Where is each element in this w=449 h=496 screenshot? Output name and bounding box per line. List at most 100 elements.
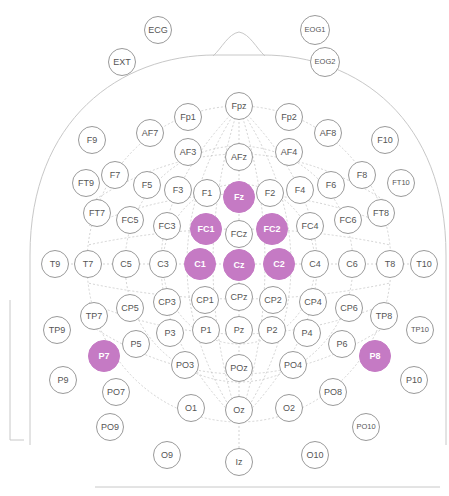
electrode: FT8 bbox=[367, 199, 395, 227]
electrode: F9 bbox=[78, 126, 106, 154]
electrode: FT9 bbox=[72, 169, 100, 197]
electrode-label: F4 bbox=[295, 186, 306, 195]
electrode-label: C1 bbox=[194, 260, 206, 269]
electrode-label: AF8 bbox=[320, 129, 337, 138]
page-edge bbox=[95, 487, 440, 488]
electrode: P9 bbox=[49, 366, 77, 394]
electrode-label: F7 bbox=[110, 171, 121, 180]
electrode: CP2 bbox=[259, 286, 287, 314]
electrode-label: P10 bbox=[406, 376, 422, 385]
electrode: Fz bbox=[223, 181, 255, 213]
electrode-label: P1 bbox=[200, 326, 211, 335]
electrode-label: FC4 bbox=[301, 222, 318, 231]
electrode: F8 bbox=[348, 161, 376, 189]
electrode-label: F8 bbox=[357, 171, 368, 180]
electrode-label: P7 bbox=[98, 352, 109, 361]
electrode-label: Oz bbox=[233, 406, 245, 415]
electrode: AFz bbox=[225, 143, 253, 171]
electrode-label: C5 bbox=[120, 260, 132, 269]
electrode: Oz bbox=[225, 396, 253, 424]
electrode-label: F2 bbox=[265, 189, 276, 198]
electrode-label: T7 bbox=[83, 260, 94, 269]
electrode: Fp2 bbox=[275, 103, 303, 131]
nose bbox=[213, 32, 265, 56]
electrode: F5 bbox=[133, 171, 161, 199]
electrode: F4 bbox=[286, 176, 314, 204]
electrode-label: C4 bbox=[309, 260, 321, 269]
electrode-label: O1 bbox=[185, 404, 197, 413]
page-edge bbox=[10, 300, 24, 440]
electrode: F1 bbox=[193, 179, 221, 207]
electrode: FCz bbox=[225, 220, 253, 248]
electrode-label: Fp1 bbox=[180, 113, 196, 122]
electrode-label: FC5 bbox=[121, 216, 138, 225]
electrode: T9 bbox=[41, 250, 69, 278]
electrode-label: P9 bbox=[57, 376, 68, 385]
electrode: AF7 bbox=[136, 119, 164, 147]
electrode-label: P8 bbox=[369, 352, 380, 361]
electrode: P3 bbox=[156, 319, 184, 347]
electrode-label: C2 bbox=[273, 260, 285, 269]
electrode: FC4 bbox=[296, 212, 324, 240]
electrode: CP1 bbox=[191, 286, 219, 314]
electrode: P2 bbox=[258, 316, 286, 344]
electrode-label: F10 bbox=[377, 136, 393, 145]
electrode-label: CP6 bbox=[340, 304, 358, 313]
electrode: TP7 bbox=[80, 302, 108, 330]
electrode: O9 bbox=[153, 441, 181, 469]
electrode-label: CP3 bbox=[158, 298, 176, 307]
electrode-label: PO3 bbox=[176, 361, 194, 370]
electrode: TP10 bbox=[406, 316, 434, 344]
electrode: PO8 bbox=[319, 378, 347, 406]
electrode: EOG1 bbox=[300, 15, 330, 45]
electrode-label: FT10 bbox=[392, 179, 410, 187]
electrode: P1 bbox=[192, 316, 220, 344]
electrode: C1 bbox=[184, 248, 216, 280]
electrode: PO4 bbox=[279, 351, 307, 379]
electrode: AF4 bbox=[275, 138, 303, 166]
electrode: C4 bbox=[301, 250, 329, 278]
electrode: F2 bbox=[256, 179, 284, 207]
electrode: CP4 bbox=[299, 288, 327, 316]
electrode-label: O2 bbox=[283, 404, 295, 413]
electrode: P6 bbox=[328, 330, 356, 358]
electrode-label: T9 bbox=[50, 260, 61, 269]
electrode-label: FCz bbox=[231, 230, 248, 239]
electrode-label: F5 bbox=[142, 181, 153, 190]
electrode: PO7 bbox=[102, 378, 130, 406]
electrode: Fpz bbox=[225, 92, 253, 120]
electrode-label: PO9 bbox=[101, 423, 119, 432]
electrode-label: O10 bbox=[306, 451, 323, 460]
electrode: EXT bbox=[108, 48, 136, 76]
electrode-label: TP10 bbox=[411, 326, 429, 334]
electrode: CP3 bbox=[153, 288, 181, 316]
electrode: TP9 bbox=[43, 316, 71, 344]
electrode: Cz bbox=[223, 249, 255, 281]
electrode-label: AF3 bbox=[180, 148, 197, 157]
electrode: POz bbox=[225, 354, 253, 382]
electrode-label: Iz bbox=[235, 458, 242, 467]
electrode-label: P4 bbox=[301, 329, 312, 338]
electrode: TP8 bbox=[370, 302, 398, 330]
electrode-label: C6 bbox=[346, 260, 358, 269]
electrode-label: O9 bbox=[161, 451, 173, 460]
electrode-label: POz bbox=[230, 364, 248, 373]
electrode-label: FC3 bbox=[158, 222, 175, 231]
electrode: Iz bbox=[225, 448, 253, 476]
electrode-label: Fz bbox=[234, 193, 244, 202]
electrode: ECG bbox=[144, 16, 172, 44]
electrode: AF8 bbox=[314, 119, 342, 147]
electrode: CPz bbox=[225, 283, 253, 311]
electrode-label: FT9 bbox=[78, 179, 94, 188]
electrode: C2 bbox=[263, 248, 295, 280]
electrode: C3 bbox=[149, 250, 177, 278]
electrode-label: F9 bbox=[87, 136, 98, 145]
electrode-label: TP7 bbox=[86, 312, 103, 321]
electrode-label: F3 bbox=[173, 186, 184, 195]
electrode: C5 bbox=[112, 250, 140, 278]
electrode: FT7 bbox=[83, 199, 111, 227]
electrode: FC5 bbox=[116, 206, 144, 234]
electrode: FT10 bbox=[387, 169, 415, 197]
